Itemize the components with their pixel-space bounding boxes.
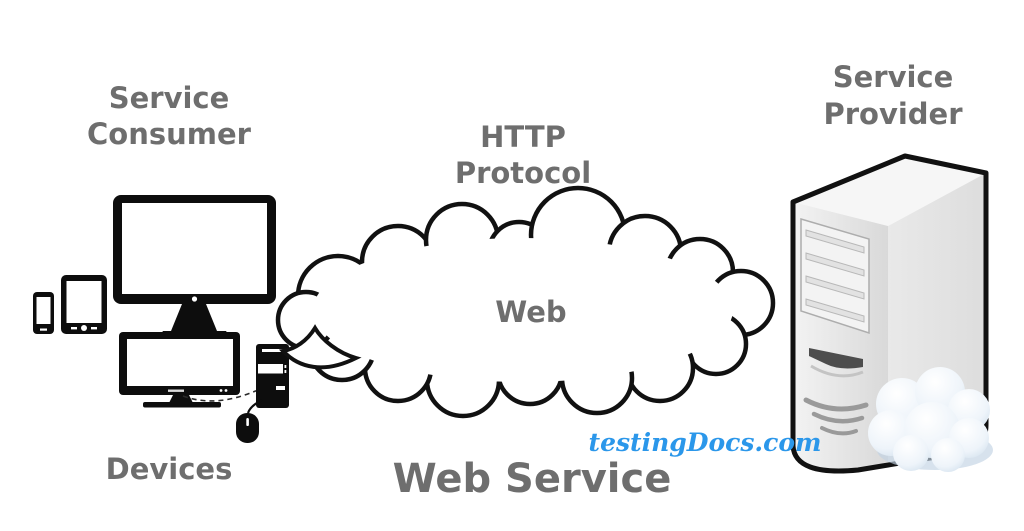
watermark-testingdocs: testingDocs.com [589, 428, 822, 457]
service-consumer-label-line2: Consumer [87, 117, 252, 151]
service-provider-label-line2: Provider [823, 97, 963, 131]
dashed-cable [182, 389, 259, 402]
tablet-icon [61, 275, 107, 334]
pc-tower-icon [256, 344, 289, 408]
cloud-tail [278, 324, 362, 370]
service-provider-label-line1: Service [833, 60, 954, 94]
http-protocol-label-line1: HTTP [480, 120, 566, 154]
service-consumer-label-line1: Service [109, 81, 230, 115]
smartphone-icon [33, 292, 54, 334]
web-service-caption: Web Service [393, 456, 672, 502]
desktop-monitor-icon [113, 195, 276, 338]
tv-monitor-icon [119, 332, 240, 408]
devices-label: Devices [106, 452, 233, 486]
web-cloud-label: Web [495, 295, 566, 329]
mouse-icon [236, 399, 263, 443]
fluffy-cloud-icon [868, 367, 993, 472]
http-protocol-label-line2: Protocol [455, 156, 591, 190]
web-cloud-shape [275, 185, 776, 419]
consumer-devices-group [33, 195, 289, 443]
